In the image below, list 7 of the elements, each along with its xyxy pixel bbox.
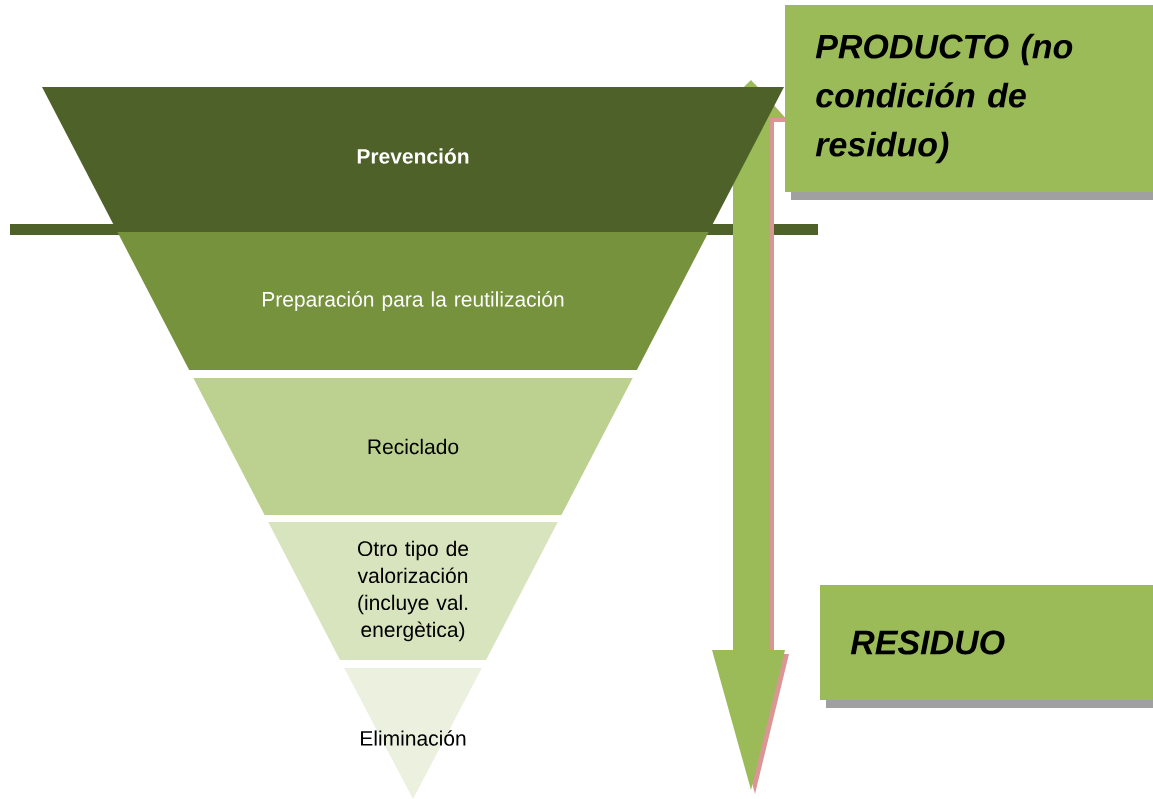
label-box: RESIDUO	[820, 585, 1153, 708]
node-label: Prevención	[357, 148, 469, 164]
funnel-band: Otro tipo de valorización (incluye val. energètica)	[268, 522, 558, 660]
funnel-band: Reciclado	[193, 378, 633, 515]
label-box: PRODUCTO (no condición de residuo)	[785, 5, 1153, 200]
funnel-band: Eliminación	[344, 668, 482, 799]
funnel-band: Preparación para la reutilización	[117, 232, 709, 370]
